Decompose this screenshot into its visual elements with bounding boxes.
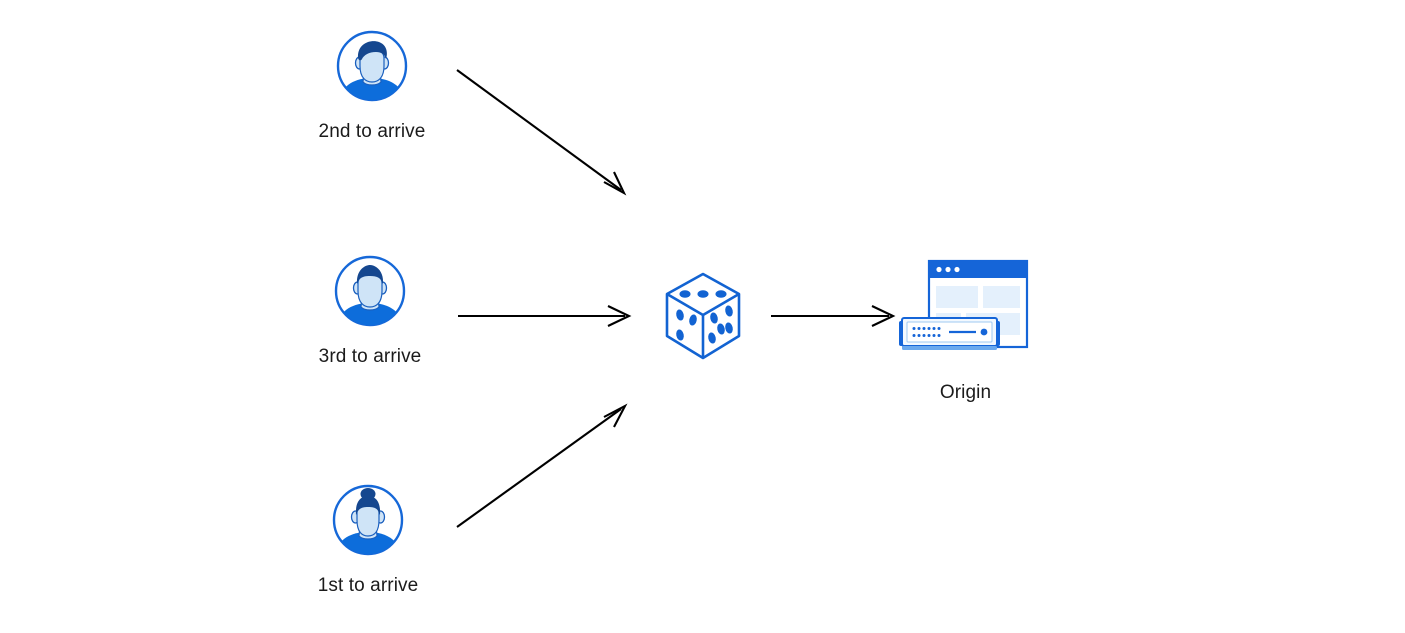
arrow-3rd-to-dice — [458, 305, 632, 327]
origin-server-icon — [893, 255, 1038, 370]
browser-dot-2 — [945, 266, 951, 273]
user-avatar-icon — [330, 482, 406, 563]
node-user-2nd: 2nd to arrive — [297, 28, 447, 143]
arrow-1st-to-dice — [456, 403, 628, 528]
user-avatar-icon — [332, 253, 408, 334]
node-origin: Origin — [893, 255, 1038, 404]
origin-label: Origin — [939, 382, 992, 403]
browser-dot-3 — [954, 266, 960, 273]
user-1st-label: 1st to arrive — [317, 575, 419, 596]
browser-dot-1 — [936, 266, 942, 273]
node-user-3rd: 3rd to arrive — [295, 253, 445, 368]
user-avatar-icon — [334, 28, 410, 109]
node-user-1st: 1st to arrive — [293, 482, 443, 597]
dice-icon — [660, 268, 746, 369]
arrow-2nd-to-dice — [456, 69, 627, 196]
user-2nd-label: 2nd to arrive — [318, 121, 426, 142]
user-3rd-label: 3rd to arrive — [318, 346, 422, 367]
server-device-shape — [899, 317, 1000, 350]
arrow-dice-to-origin — [771, 305, 896, 327]
node-dice — [660, 268, 746, 369]
